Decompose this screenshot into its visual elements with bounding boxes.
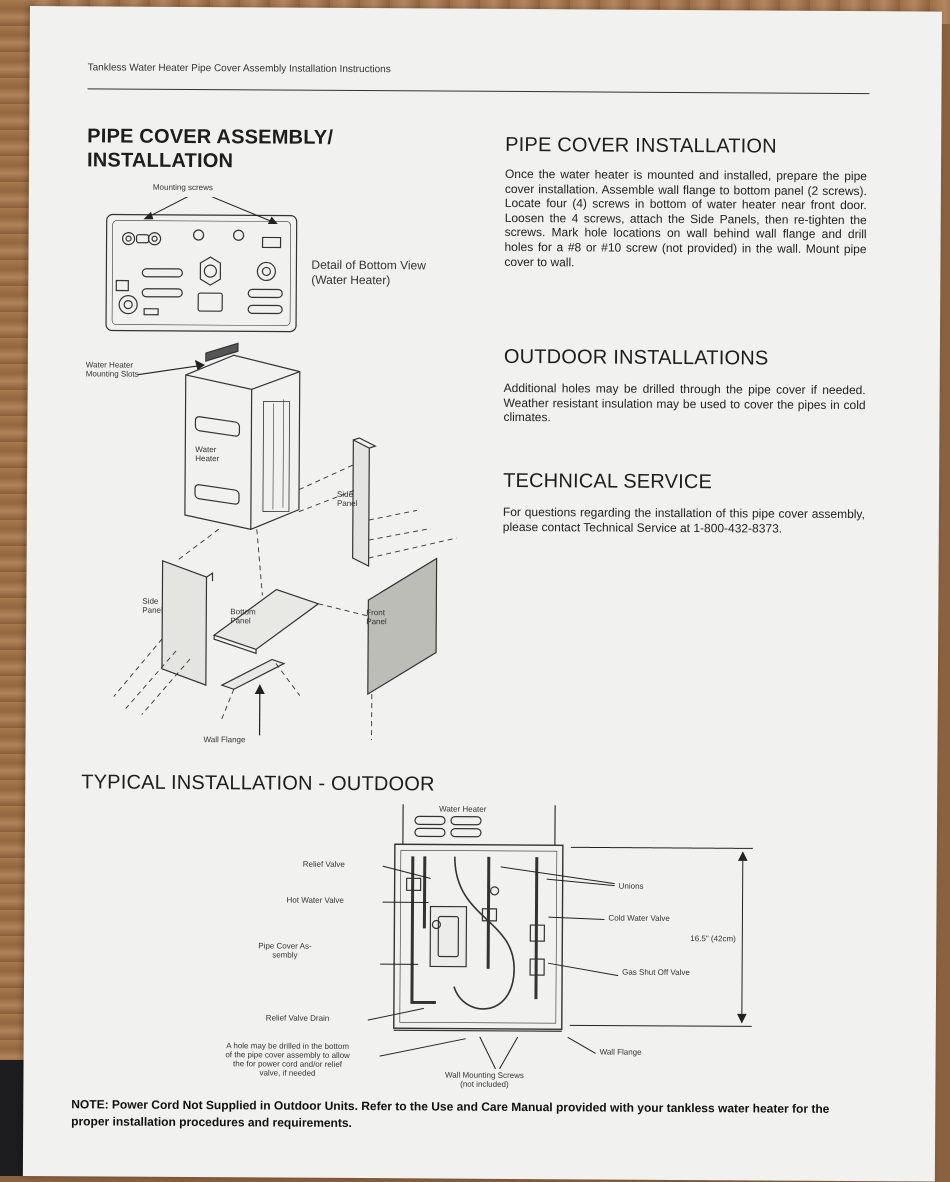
wall-mounting-screws-label: Wall Mounting Screws (not included) <box>429 1070 539 1089</box>
bottom-view-diagram <box>98 196 309 337</box>
installation-heading: PIPE COVER INSTALLATION <box>505 133 777 159</box>
water-heater-label: Water Heater <box>195 445 219 463</box>
wall-flange-typical-label: Wall Flange <box>600 1047 642 1056</box>
assembly-heading: PIPE COVER ASSEMBLY/ INSTALLATION <box>87 124 333 174</box>
relief-valve-drain-label: Relief Valve Drain <box>266 1013 329 1022</box>
service-text: For questions regarding the installation… <box>503 505 865 536</box>
hole-note-label-line3: the for power cord and/or relief <box>210 1059 366 1069</box>
front-panel-label: Front Panel <box>366 608 387 626</box>
gas-shut-off-valve-label: Gas Shut Off Valve <box>622 968 690 977</box>
relief-valve-label: Relief Valve <box>303 860 345 869</box>
side-panel-right-label-line2: Panel <box>337 499 358 508</box>
bottom-view-caption-line2: (Water Heater) <box>311 273 426 289</box>
wall-mounting-screws-label-line1: Wall Mounting Screws <box>429 1070 539 1080</box>
instruction-sheet: Tankless Water Heater Pipe Cover Assembl… <box>23 6 942 1182</box>
hole-note-label-line4: valve, if needed <box>209 1068 365 1078</box>
pipe-cover-assembly-label-line2: sembly <box>258 950 311 959</box>
hot-water-valve-label: Hot Water Valve <box>287 896 344 905</box>
side-panel-right-label-line1: Side <box>337 490 358 499</box>
side-panel-right-label: Side Panel <box>337 490 358 508</box>
side-panel-left-label-line2: Panel <box>142 606 163 615</box>
front-panel-label-line1: Front <box>366 608 387 617</box>
dimension-label: 16.5" (42cm) <box>690 934 736 943</box>
power-cord-note: NOTE: Power Cord Not Supplied in Outdoor… <box>71 1096 861 1135</box>
assembly-heading-line2: INSTALLATION <box>87 148 333 174</box>
bottom-panel-label-line2: Panel <box>230 616 255 625</box>
water-heater-label-line1: Water <box>195 445 219 454</box>
exploded-assembly-diagram <box>85 338 458 760</box>
bottom-panel-label-line1: Bottom <box>230 607 255 616</box>
header-rule <box>87 88 869 94</box>
pipe-cover-assembly-label: Pipe Cover As- sembly <box>258 941 311 959</box>
side-panel-left-label: Side Panel <box>142 597 163 615</box>
bottom-view-caption: Detail of Bottom View (Water Heater) <box>311 258 426 289</box>
mounting-screws-label: Mounting screws <box>153 183 213 192</box>
side-panel-left-label-line1: Side <box>142 597 163 606</box>
pipe-cover-assembly-label-line1: Pipe Cover As- <box>258 941 311 950</box>
bottom-panel-label: Bottom Panel <box>230 607 255 625</box>
mounting-slots-label-line1: Water Heater <box>86 360 139 369</box>
front-panel-label-line2: Panel <box>366 617 387 626</box>
mounting-slots-label-line2: Mounting Slots <box>86 369 139 378</box>
typical-installation-heading: TYPICAL INSTALLATION - OUTDOOR <box>81 770 435 796</box>
assembly-heading-line1: PIPE COVER ASSEMBLY/ <box>87 124 333 150</box>
bottom-view-caption-line1: Detail of Bottom View <box>311 258 426 274</box>
water-heater-label-line2: Heater <box>195 454 219 463</box>
unions-label: Unions <box>619 882 644 891</box>
running-head: Tankless Water Heater Pipe Cover Assembl… <box>88 62 391 75</box>
outdoor-heading: OUTDOOR INSTALLATIONS <box>504 345 769 371</box>
wall-flange-label: Wall Flange <box>203 735 245 744</box>
water-heater-top-label: Water Heater <box>439 805 486 814</box>
service-heading: TECHNICAL SERVICE <box>503 469 712 494</box>
mounting-slots-label: Water Heater Mounting Slots <box>86 360 139 378</box>
outdoor-text: Additional holes may be drilled through … <box>503 381 865 427</box>
wall-mounting-screws-label-line2: (not included) <box>429 1079 539 1089</box>
hole-note-label: A hole may be drilled in the bottom of t… <box>209 1041 365 1078</box>
cold-water-valve-label: Cold Water Valve <box>608 914 669 923</box>
installation-text: Once the water heater is mounted and ins… <box>504 167 867 271</box>
